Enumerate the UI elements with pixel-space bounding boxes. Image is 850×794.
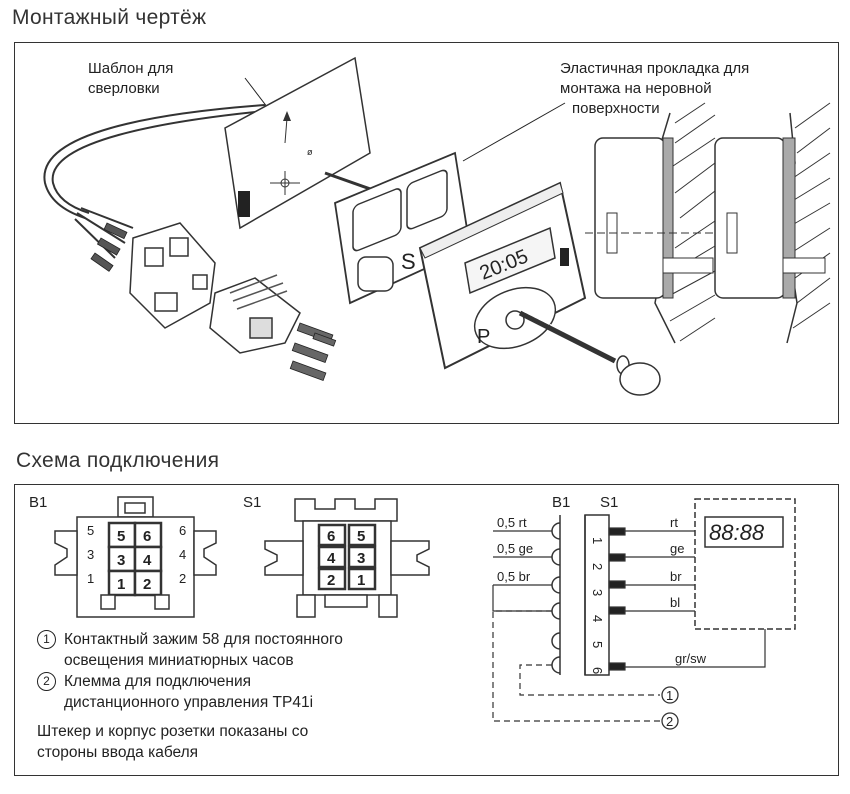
gasket-leader-line <box>462 102 566 162</box>
unit-p-button: P <box>477 326 490 348</box>
wire-rt-label: 0,5 rt <box>497 515 527 530</box>
b1-cell-6: 6 <box>143 528 151 545</box>
pin-1: 1 <box>590 537 605 544</box>
template-label-line2: сверловки <box>88 80 160 97</box>
pin-3: 3 <box>590 589 605 596</box>
marker-routes <box>492 610 660 722</box>
s1-face-label: S1 <box>243 494 261 511</box>
out-br-label: br <box>670 569 682 584</box>
s1-cell-3: 3 <box>357 550 365 567</box>
s1-cell-5: 5 <box>357 528 365 545</box>
clock-display: 88:88 <box>709 520 765 545</box>
note-2-line-1: Клемма для подключения <box>64 673 252 690</box>
gasket-label-line3: поверхности <box>572 100 660 117</box>
out-grsw-label: gr/sw <box>675 651 707 666</box>
marker-2-circle <box>661 712 679 730</box>
loose-terminals <box>289 322 337 382</box>
wire-ge-label: 0,5 ge <box>497 541 533 556</box>
pin-4: 4 <box>590 615 605 622</box>
template-label-line1: Шаблон для <box>88 60 173 77</box>
b1-side-1: 1 <box>87 571 94 586</box>
b1-cell-1: 1 <box>117 576 125 593</box>
s1-cell-2: 2 <box>327 572 335 589</box>
section-view-flat <box>585 102 775 344</box>
b1-side-4: 4 <box>179 547 186 562</box>
screw <box>518 310 661 396</box>
mounting-panel: Шаблон для сверловки Эластичная прокладк… <box>14 42 839 424</box>
b1-side-3: 3 <box>87 547 94 562</box>
schematic-s1-label: S1 <box>600 494 618 511</box>
mounting-drawing: Шаблон для сверловки Эластичная прокладк… <box>43 56 831 396</box>
input-wires <box>492 530 552 612</box>
pin-6: 6 <box>590 667 605 674</box>
footer-note: Штекер и корпус розетки показаны со стор… <box>37 721 477 763</box>
marker-1: 1 <box>666 688 673 703</box>
gasket-s-mark: S <box>401 249 416 274</box>
wire-br-label: 0,5 br <box>497 569 531 584</box>
clock-display-frame <box>704 516 784 548</box>
wiring-title: Схема подключения <box>16 449 220 472</box>
footer-line-1: Штекер и корпус розетки показаны со <box>37 723 309 740</box>
wiring-drawing: B1 5 6 3 4 1 2 5 3 1 6 4 2 S1 <box>29 494 796 730</box>
template-mark: ø <box>307 147 313 157</box>
note-1-line-1: Контактный зажим 58 для постоянного <box>64 631 343 648</box>
mounting-title: Монтажный чертёж <box>12 6 207 29</box>
b1-cell-3: 3 <box>117 552 125 569</box>
footer-line-2: стороны ввода кабеля <box>37 744 199 761</box>
cable-terminals <box>90 222 128 272</box>
b1-face-label: B1 <box>29 494 47 511</box>
gasket-label-line2: монтажа на неровной <box>560 80 712 97</box>
output-wires <box>608 527 766 671</box>
b1-side-6: 6 <box>179 523 186 538</box>
section-view-uneven <box>714 102 831 344</box>
gasket-label-line1: Эластичная прокладка для <box>560 60 749 77</box>
out-rt-label: rt <box>670 515 678 530</box>
wiring-notes: 1 Контактный зажим 58 для постоянного ос… <box>37 629 477 763</box>
note-2: 2 Клемма для подключения дистанционного … <box>37 671 477 713</box>
out-bl-label: bl <box>670 595 680 610</box>
note-1: 1 Контактный зажим 58 для постоянного ос… <box>37 629 477 671</box>
note-1-line-2: освещения миниатюрных часов <box>64 652 294 669</box>
wiring-panel: B1 5 6 3 4 1 2 5 3 1 6 4 2 S1 <box>14 484 839 776</box>
b1-cell-5: 5 <box>117 528 125 545</box>
note-1-marker: 1 <box>37 630 56 649</box>
control-unit: 20:05 P <box>418 181 587 370</box>
note-2-marker: 2 <box>37 672 56 691</box>
b1-side-2: 2 <box>179 571 186 586</box>
out-ge-label: ge <box>670 541 684 556</box>
b1-cell-2: 2 <box>143 576 151 593</box>
s1-cell-1: 1 <box>357 572 365 589</box>
note-2-line-2: дистанционного управления TP41i <box>64 694 314 711</box>
b1-cell-4: 4 <box>143 552 152 569</box>
pin-5: 5 <box>590 641 605 648</box>
connector-housing <box>129 222 216 329</box>
schematic-b1-column <box>551 514 610 676</box>
schematic-b1-label: B1 <box>552 494 570 511</box>
pin-2: 2 <box>590 563 605 570</box>
s1-cell-6: 6 <box>327 528 335 545</box>
s1-connector-face <box>264 498 430 618</box>
cable-harness <box>43 104 266 259</box>
drilling-template: ø <box>224 56 371 230</box>
s1-cell-4: 4 <box>327 550 336 567</box>
b1-connector-face <box>54 496 217 618</box>
marker-2: 2 <box>666 714 673 729</box>
plug-housing <box>209 274 301 354</box>
marker-1-circle <box>661 686 679 704</box>
b1-side-5: 5 <box>87 523 94 538</box>
